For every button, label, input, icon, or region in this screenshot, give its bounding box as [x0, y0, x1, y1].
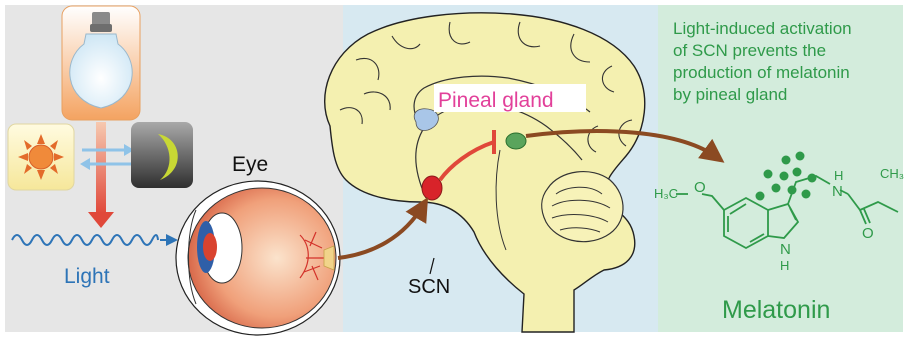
atom-o-ether: O [694, 179, 706, 196]
atom-o-carbonyl: O [862, 225, 874, 242]
note-line-2: of SCN prevents the [673, 41, 826, 60]
atom-n-indole: N [780, 241, 791, 258]
note-line-3: production of melatonin [673, 63, 850, 82]
atom-h3c: H₃C [654, 186, 678, 201]
sun-icon [8, 124, 74, 190]
eye-label: Eye [232, 153, 268, 176]
melatonin-label: Melatonin [722, 296, 830, 324]
note-line-1: Light-induced activation [673, 19, 852, 38]
pineal-gland-label: Pineal gland [438, 89, 554, 112]
atom-h-indole: H [780, 258, 789, 273]
pineal-gland-shape [506, 133, 526, 149]
light-bulb-icon [62, 6, 140, 120]
atom-h-amide: H [834, 168, 843, 183]
moon-icon [131, 122, 193, 188]
note-line-4: by pineal gland [673, 85, 787, 104]
atom-n-amide: N [832, 183, 843, 200]
atom-ch3: CH₃ [880, 166, 904, 181]
scn-label: SCN [408, 276, 450, 298]
light-label: Light [64, 265, 110, 288]
scn-shape [422, 176, 442, 200]
eyeball [176, 181, 340, 335]
